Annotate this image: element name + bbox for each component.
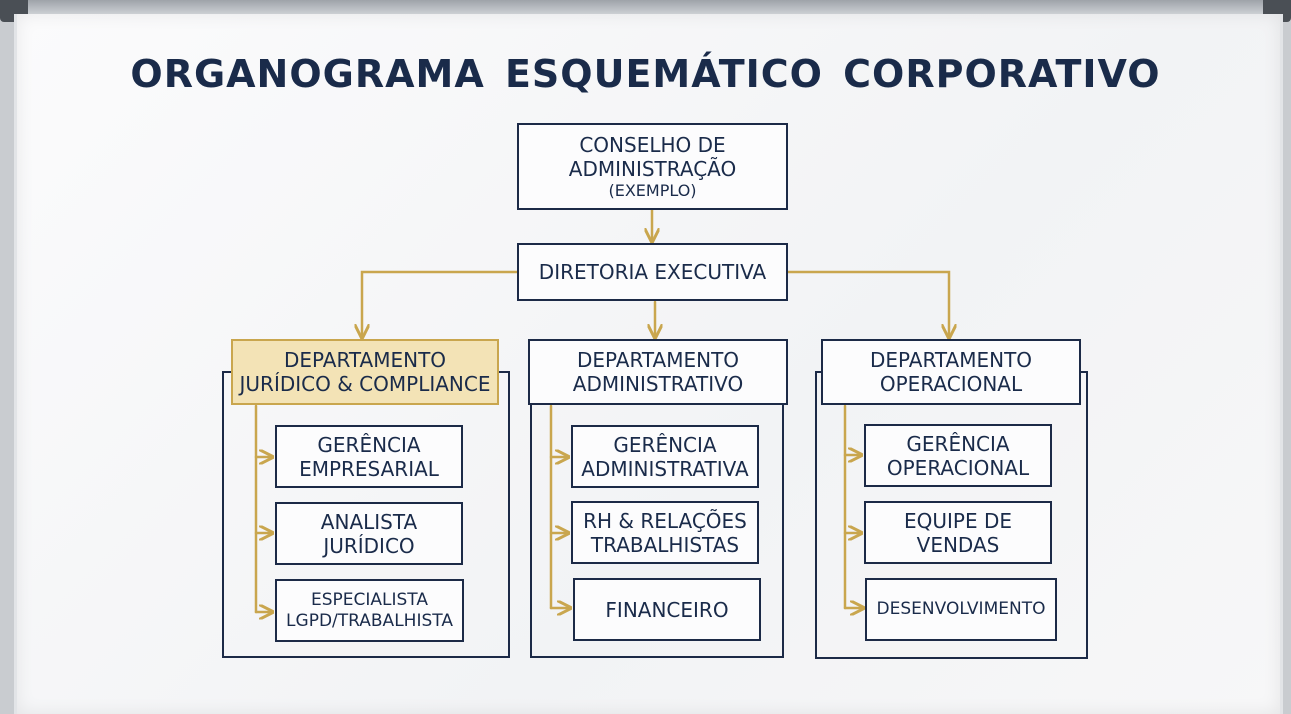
chart-title: ORGANOGRAMA ESQUEMÁTICO CORPORATIVO [130, 52, 1161, 96]
board-label-line2: ADMINISTRAÇÃO [568, 156, 737, 181]
department-label-line1: DEPARTAMENTO [576, 348, 740, 372]
child-label-line1: FINANCEIRO [605, 597, 729, 622]
child-label-line2: EMPRESARIAL [299, 456, 439, 481]
department-label-line2: JURÍDICO & COMPLIANCE [239, 372, 491, 396]
child-label-line2: ADMINISTRATIVA [581, 456, 749, 481]
ops-child-box: GERÊNCIA OPERACIONAL [864, 424, 1052, 487]
board-note: (EXEMPLO) [608, 180, 697, 200]
child-label-line2: JURÍDICO [323, 533, 415, 558]
executive-label: DIRETORIA EXECUTIVA [538, 260, 767, 284]
ops-child-box: DESENVOLVIMENTO [865, 578, 1057, 641]
ops-department-box: DEPARTAMENTO OPERACIONAL [821, 339, 1081, 405]
child-label-line2: TRABALHISTAS [590, 532, 740, 557]
child-label-line1: GERÊNCIA [613, 432, 717, 457]
admin-department-box: DEPARTAMENTO ADMINISTRATIVO [528, 339, 788, 405]
legal-child-box: GERÊNCIA EMPRESARIAL [275, 425, 463, 488]
legal-department-box: DEPARTAMENTO JURÍDICO & COMPLIANCE [231, 339, 499, 405]
department-label-line1: DEPARTAMENTO [283, 348, 447, 372]
child-label-line2: LGPD/TRABALHISTA [286, 610, 453, 631]
board-of-directors-box: CONSELHO DE ADMINISTRAÇÃO (EXEMPLO) [517, 123, 788, 210]
board-label-line1: CONSELHO DE [579, 132, 726, 157]
child-label-line1: EQUIPE DE [903, 508, 1012, 533]
admin-child-box: FINANCEIRO [573, 578, 761, 641]
child-label-line1: GERÊNCIA [906, 431, 1010, 456]
child-label-line1: RH & RELAÇÕES [583, 508, 747, 533]
connector-executive-to-ops [785, 270, 949, 336]
child-label-line1: ESPECIALISTA [310, 589, 428, 610]
ops-child-box: EQUIPE DE VENDAS [864, 501, 1052, 564]
department-label-line2: OPERACIONAL [879, 372, 1023, 396]
legal-child-box: ANALISTA JURÍDICO [275, 502, 463, 565]
child-label-line2: OPERACIONAL [886, 455, 1030, 480]
department-label-line1: DEPARTAMENTO [869, 348, 1033, 372]
admin-child-box: RH & RELAÇÕES TRABALHISTAS [571, 501, 759, 564]
executive-board-box: DIRETORIA EXECUTIVA [517, 243, 788, 301]
child-label-line1: ANALISTA [320, 509, 418, 534]
department-label-line2: ADMINISTRATIVO [572, 372, 744, 396]
child-label-line2: VENDAS [916, 532, 1000, 557]
child-label-line1: GERÊNCIA [317, 432, 421, 457]
child-label-line1: DESENVOLVIMENTO [876, 599, 1046, 619]
admin-child-box: GERÊNCIA ADMINISTRATIVA [571, 425, 759, 488]
admin-department-group [530, 392, 784, 658]
connector-executive-to-legal [362, 270, 519, 336]
legal-child-box: ESPECIALISTA LGPD/TRABALHISTA [275, 579, 464, 642]
